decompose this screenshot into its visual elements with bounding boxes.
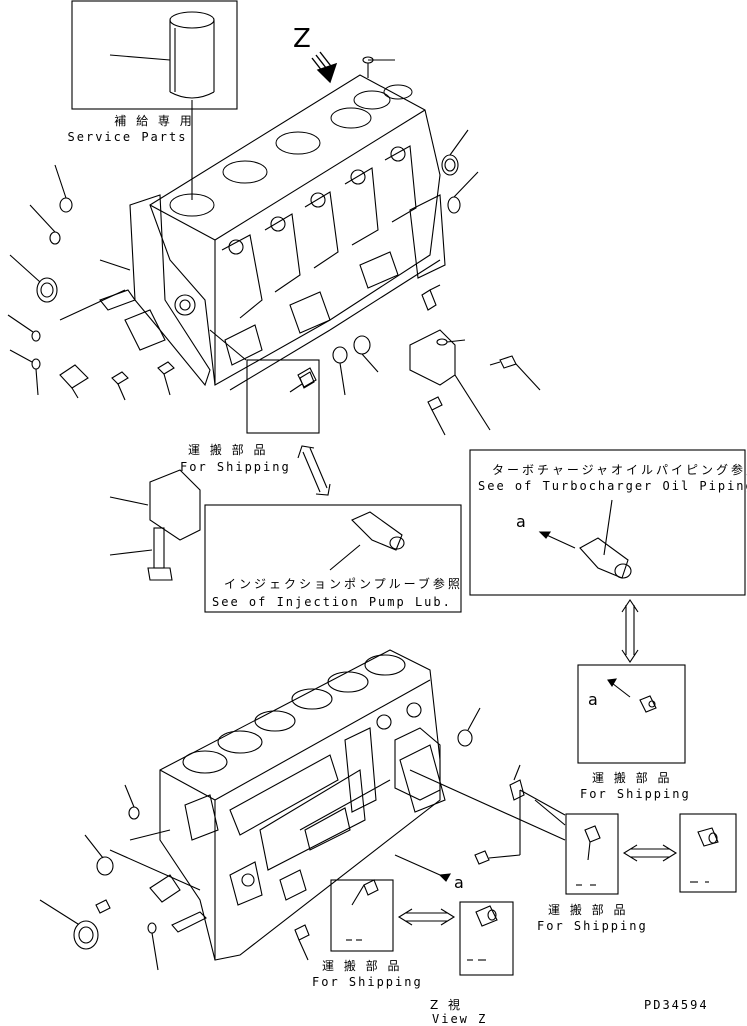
view-z-arrow bbox=[311, 51, 338, 84]
for-shipping-label-en-1: For Shipping bbox=[180, 460, 291, 474]
for-shipping-label-jp-3: 運 搬 部 品 bbox=[548, 903, 629, 917]
double-arrow-4 bbox=[622, 844, 678, 862]
turbo-reference-en: See of Turbocharger Oil Piping bbox=[478, 479, 747, 493]
for-shipping-label-jp-1: 運 搬 部 品 bbox=[188, 443, 269, 457]
shipping-frame-far-right bbox=[679, 813, 737, 893]
top-fasteners bbox=[7, 56, 479, 401]
shipping-frame-right bbox=[577, 664, 686, 764]
view-z-label-en: View Z bbox=[432, 1012, 488, 1026]
ref-a-shipping: a bbox=[588, 690, 598, 709]
for-shipping-label-jp-4: 運 搬 部 品 bbox=[322, 959, 403, 973]
turbo-frame bbox=[469, 449, 746, 596]
injection-nozzle bbox=[329, 511, 405, 571]
bottom-fasteners bbox=[39, 707, 566, 971]
ref-a-turbo: a bbox=[516, 512, 526, 531]
for-shipping-label-en-2: For Shipping bbox=[580, 787, 691, 801]
cylinder-block-bottom bbox=[159, 649, 446, 961]
cylinder-liner bbox=[169, 11, 215, 99]
service-parts-frame bbox=[71, 0, 238, 110]
shipping-frame-bottom-left bbox=[330, 879, 394, 952]
for-shipping-label-en-4: For Shipping bbox=[312, 975, 423, 989]
shipping-right-part bbox=[607, 678, 657, 713]
shipping-frame-top bbox=[246, 359, 320, 434]
injection-pump-frame bbox=[204, 504, 462, 613]
service-parts-label-jp: 補 給 専 用 bbox=[114, 114, 195, 128]
double-arrow-1 bbox=[297, 445, 331, 496]
drawing-number: PD34594 bbox=[644, 998, 709, 1012]
turbo-reference-jp: ターボチャージャオイルパイピング参照 bbox=[492, 463, 747, 477]
for-shipping-label-en-3: For Shipping bbox=[537, 919, 648, 933]
bearing-cap-top bbox=[409, 329, 541, 436]
view-z-label-jp: Z 視 bbox=[430, 998, 464, 1012]
double-arrow-2 bbox=[621, 599, 639, 663]
turbo-fitting bbox=[538, 499, 632, 579]
bearing-cap-middle bbox=[109, 469, 201, 581]
for-shipping-label-jp-2: 運 搬 部 品 bbox=[592, 771, 673, 785]
cylinder-block-top bbox=[129, 74, 446, 391]
shipping-frame-bottom-right bbox=[565, 813, 619, 895]
service-parts-label-en: Service Parts bbox=[67, 130, 188, 144]
view-marker-z: Z bbox=[293, 24, 311, 54]
ref-a-block: a bbox=[454, 873, 464, 892]
injection-reference-jp: インジェクションポンプルーブ参照 bbox=[224, 577, 463, 591]
view-z-detail-frame bbox=[459, 901, 514, 976]
double-arrow-3 bbox=[397, 908, 456, 926]
injection-reference-en: See of Injection Pump Lub. bbox=[212, 595, 452, 609]
